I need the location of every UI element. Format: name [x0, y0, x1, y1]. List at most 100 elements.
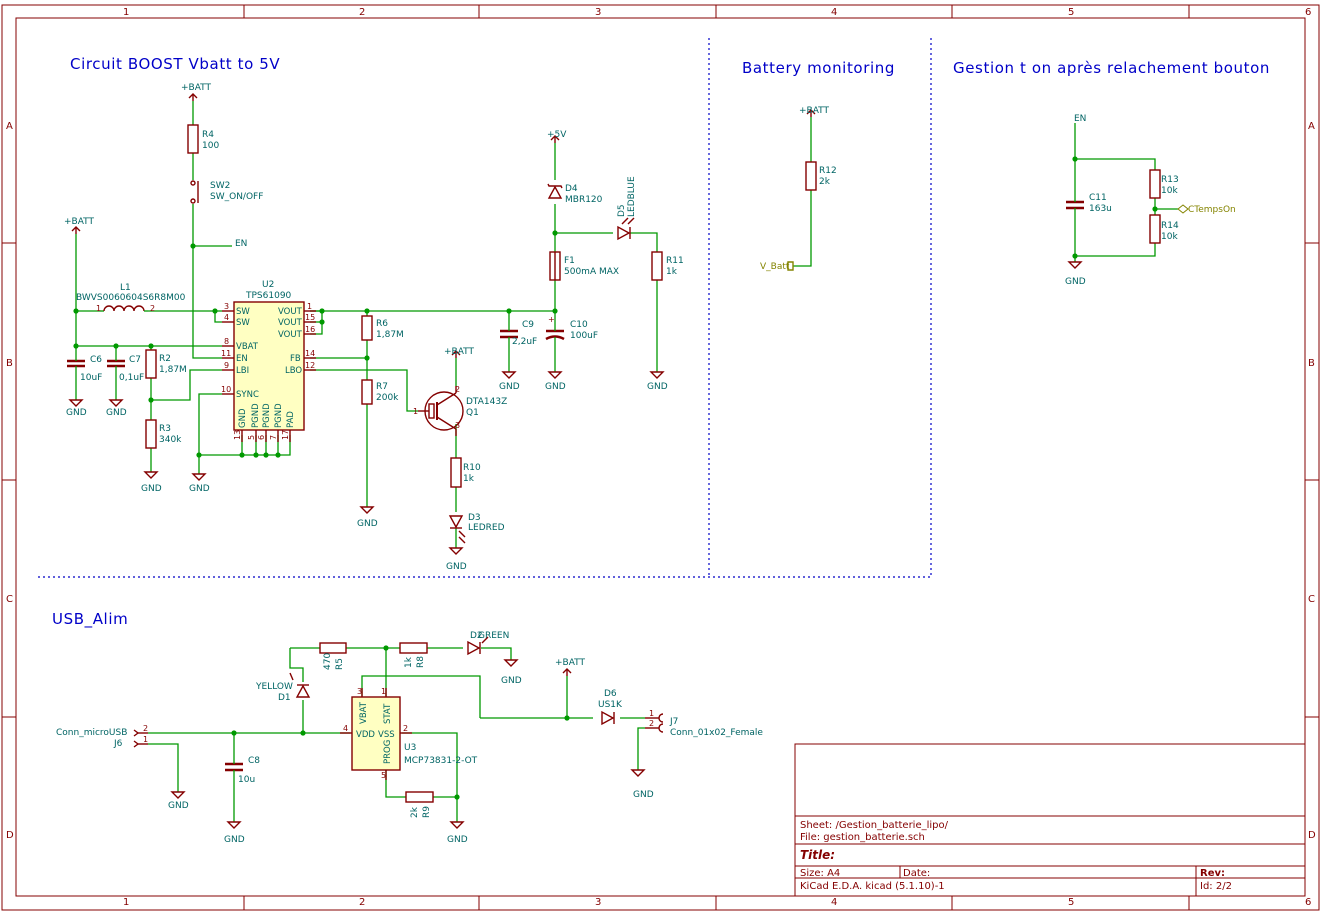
- row-label-b-right: B: [1308, 358, 1315, 369]
- col-label-2: 2: [359, 7, 365, 18]
- svg-text:PGND: PGND: [251, 403, 261, 428]
- resistor-r9: 2k R9: [405, 791, 434, 818]
- col-label-3: 3: [595, 7, 601, 18]
- svg-text:10: 10: [221, 385, 231, 394]
- svg-text:D1: D1: [278, 693, 291, 703]
- svg-text:0,1uF: 0,1uF: [119, 373, 144, 383]
- svg-text:R14: R14: [1161, 221, 1179, 231]
- svg-text:J7: J7: [669, 717, 678, 727]
- gnd-u2: GND: [189, 473, 210, 494]
- title-block: Sheet: /Gestion_batterie_lipo/ File: ges…: [794, 743, 1306, 897]
- capacitor-c9: C92,2uF: [500, 320, 537, 347]
- power-batt-q1: +BATT: [444, 347, 475, 358]
- gnd-c11: GND: [1065, 261, 1086, 287]
- col-label-4-bottom: 4: [831, 897, 837, 908]
- svg-text:9: 9: [224, 361, 229, 370]
- svg-text:CTempsOn: CTempsOn: [1188, 205, 1236, 215]
- svg-text:FB: FB: [290, 354, 301, 364]
- resistor-r8: 1k R8: [399, 642, 428, 668]
- svg-text:V_Batt: V_Batt: [760, 262, 790, 272]
- gnd-r11: GND: [647, 371, 668, 392]
- svg-text:GND: GND: [446, 562, 467, 572]
- section-title-battery: Battery monitoring: [742, 59, 895, 77]
- svg-text:STAT: STAT: [383, 703, 393, 724]
- power-batt-r4: +BATT: [181, 83, 212, 101]
- svg-text:BWVS0060604S6R8M00: BWVS0060604S6R8M00: [76, 293, 186, 303]
- svg-text:TPS61090: TPS61090: [245, 291, 292, 301]
- svg-text:GND: GND: [357, 519, 378, 529]
- svg-text:LEDRED: LEDRED: [468, 523, 505, 533]
- svg-text:2: 2: [403, 724, 408, 733]
- svg-text:GND: GND: [106, 408, 127, 418]
- svg-text:1: 1: [413, 407, 418, 416]
- svg-text:8: 8: [224, 337, 229, 346]
- svg-text:EN: EN: [236, 354, 248, 364]
- svg-text:VBAT: VBAT: [236, 342, 259, 352]
- svg-text:1k: 1k: [463, 474, 475, 484]
- svg-text:GND: GND: [499, 382, 520, 392]
- svg-text:163u: 163u: [1089, 204, 1112, 214]
- svg-text:C9: C9: [522, 320, 534, 330]
- col-label-3-bottom: 3: [595, 897, 601, 908]
- svg-text:4: 4: [224, 313, 229, 322]
- svg-text:GND: GND: [168, 801, 189, 811]
- gnd-d3: GND: [446, 547, 467, 572]
- svg-text:D5: D5: [617, 204, 627, 217]
- svg-text:SYNC: SYNC: [236, 390, 259, 400]
- svg-text:R6: R6: [376, 319, 388, 329]
- svg-text:+BATT: +BATT: [181, 83, 212, 93]
- svg-text:1: 1: [381, 687, 386, 696]
- svg-text:5: 5: [381, 771, 386, 780]
- gnd-r3: GND: [141, 471, 162, 494]
- svg-text:R3: R3: [159, 424, 171, 434]
- svg-text:1: 1: [143, 735, 148, 744]
- row-label-b: B: [6, 358, 13, 369]
- section-title-boost: Circuit BOOST Vbatt to 5V: [70, 55, 280, 73]
- svg-text:GND: GND: [501, 676, 522, 686]
- svg-text:3: 3: [357, 687, 362, 696]
- svg-text:2k: 2k: [410, 806, 420, 818]
- title-block-tool: KiCad E.D.A. kicad (5.1.10)-1: [800, 881, 945, 892]
- svg-text:PAD: PAD: [286, 411, 296, 428]
- svg-text:LBI: LBI: [236, 366, 249, 376]
- svg-text:D6: D6: [604, 689, 617, 699]
- svg-text:D4: D4: [565, 184, 578, 194]
- svg-text:1k: 1k: [666, 267, 678, 277]
- svg-text:470: 470: [323, 653, 333, 670]
- svg-text:D2: D2: [470, 631, 483, 641]
- svg-text:12: 12: [305, 361, 315, 370]
- svg-text:340k: 340k: [159, 435, 182, 445]
- svg-text:R10: R10: [463, 463, 481, 473]
- svg-text:LBO: LBO: [285, 366, 302, 376]
- svg-text:GND: GND: [647, 382, 668, 392]
- svg-text:VSS: VSS: [378, 730, 395, 740]
- svg-text:6: 6: [257, 435, 266, 440]
- col-label-4: 4: [831, 7, 837, 18]
- led-d5: D5 LEDBLUE: [617, 176, 637, 241]
- col-label-6-bottom: 6: [1305, 897, 1311, 908]
- inductor-l1: 1 2 L1 BWVS0060604S6R8M00: [76, 283, 186, 313]
- svg-text:500mA MAX: 500mA MAX: [564, 267, 619, 277]
- row-label-a: A: [6, 121, 13, 132]
- svg-text:R9: R9: [422, 806, 432, 818]
- title-block-file: File: gestion_batterie.sch: [800, 832, 925, 843]
- svg-text:VBAT: VBAT: [359, 701, 369, 724]
- svg-text:D3: D3: [468, 513, 481, 523]
- svg-text:VOUT: VOUT: [278, 307, 303, 317]
- svg-text:1: 1: [307, 302, 312, 311]
- svg-text:GND: GND: [141, 484, 162, 494]
- svg-text:Q1: Q1: [466, 408, 479, 418]
- svg-text:PGND: PGND: [262, 403, 272, 428]
- svg-text:5: 5: [247, 435, 256, 440]
- svg-text:R4: R4: [202, 130, 214, 140]
- svg-text:1: 1: [649, 709, 654, 718]
